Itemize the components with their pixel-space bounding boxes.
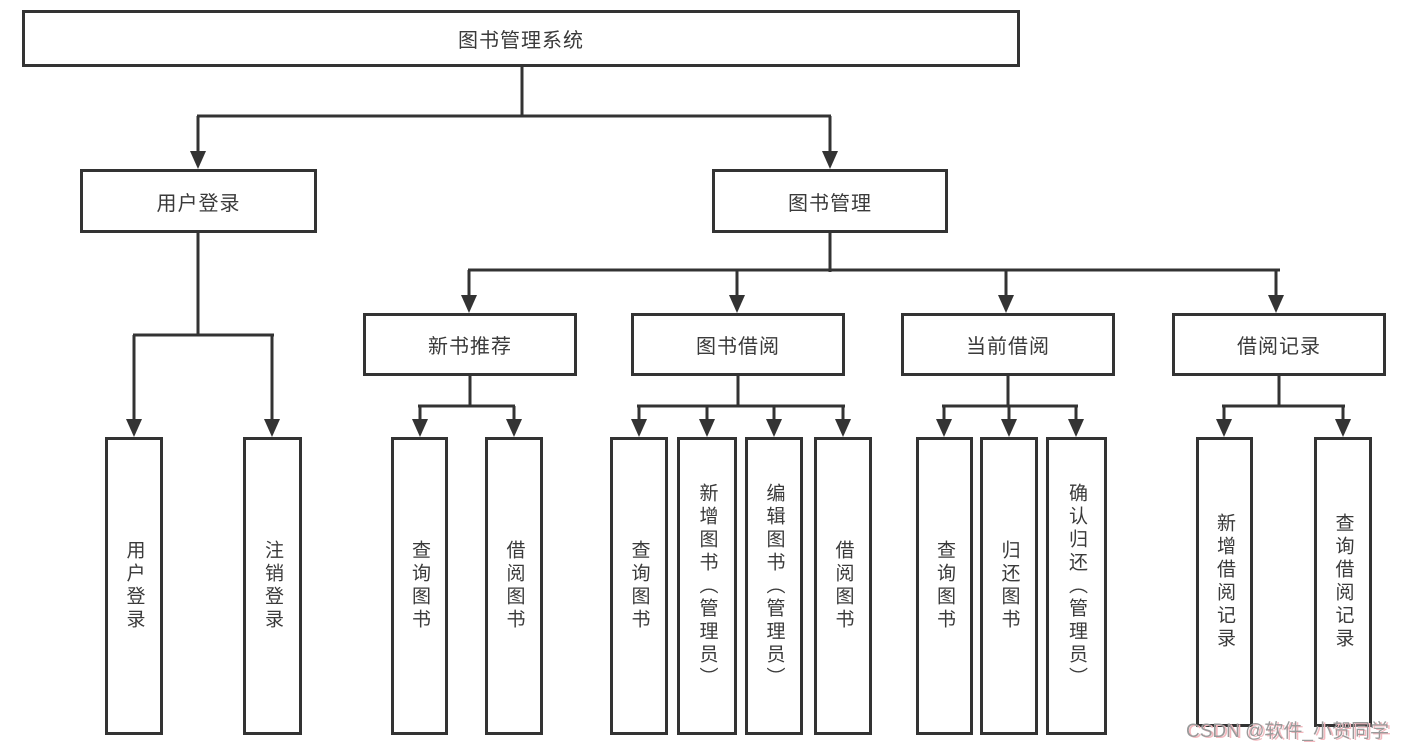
leaf-borrow-add-books-admin: 新增图书（管理员） [677,437,737,735]
leaf-borrow-query-books: 查询图书 [610,437,668,735]
leaf-current-query-books: 查询图书 [916,437,973,735]
node-label: 图书管理 [788,192,872,215]
arrowhead [822,151,838,169]
arrowhead [1216,419,1232,437]
arrowhead [190,151,206,169]
leaf-current-confirm-return-admin: 确认归还（管理员） [1046,437,1107,735]
arrowhead [126,419,142,437]
node-current-borrow: 当前借阅 [901,313,1115,376]
arrowhead [1068,419,1084,437]
leaf-label: 编辑图书（管理员） [763,482,785,690]
node-label: 用户登录 [156,192,241,215]
arrowhead [729,295,745,313]
leaf-label: 查询借阅记录 [1332,513,1354,651]
arrowhead [835,419,851,437]
arrowhead [1001,419,1017,437]
node-new-book-recommend: 新书推荐 [363,313,577,376]
arrowhead [936,419,952,437]
arrowhead [1268,295,1284,313]
leaf-newbook-query-books: 查询图书 [391,437,448,735]
arrowhead [1335,419,1351,437]
node-book-borrow: 图书借阅 [631,313,845,376]
leaf-label: 查询图书 [409,540,430,632]
leaf-borrow-edit-books-admin: 编辑图书（管理员） [745,437,803,735]
node-user-login: 用户登录 [80,169,317,233]
leaf-label: 确认归还（管理员） [1066,482,1087,690]
leaf-record-query-borrow-record: 查询借阅记录 [1314,437,1372,727]
node-library-management-system: 图书管理系统 [22,10,1020,67]
node-label: 当前借阅 [966,336,1050,358]
arrowhead [264,419,280,437]
leaf-label: 用户登录 [123,540,145,632]
node-label: 借阅记录 [1237,336,1321,358]
arrowhead [412,419,428,437]
node-label: 图书管理系统 [458,30,584,52]
arrowhead [998,295,1014,313]
arrowhead [699,419,715,437]
leaf-borrow-borrow-books: 借阅图书 [814,437,872,735]
leaf-label: 归还图书 [998,540,1020,632]
leaf-label: 注销登录 [262,540,283,632]
node-borrow-record: 借阅记录 [1172,313,1386,376]
leaf-label: 新增借阅记录 [1214,513,1235,651]
leaf-label: 查询图书 [934,540,955,632]
leaf-current-return-books: 归还图书 [980,437,1038,735]
node-label: 图书借阅 [696,336,780,358]
leaf-record-add-borrow-record: 新增借阅记录 [1196,437,1253,727]
leaf-label: 借阅图书 [503,540,525,632]
arrowhead [461,295,477,313]
node-book-management: 图书管理 [712,169,948,233]
arrowhead [631,419,647,437]
arrowhead [506,419,522,437]
node-label: 新书推荐 [428,336,512,358]
leaf-newbook-borrow-books: 借阅图书 [485,437,543,735]
leaf-label: 新增图书（管理员） [696,482,718,690]
leaf-logout: 注销登录 [243,437,302,735]
arrowhead [766,419,782,437]
leaf-user-login: 用户登录 [105,437,163,735]
leaf-label: 借阅图书 [832,540,854,632]
leaf-label: 查询图书 [628,540,650,632]
csdn-watermark: CSDN @软件_小贺同学 [1186,721,1389,742]
